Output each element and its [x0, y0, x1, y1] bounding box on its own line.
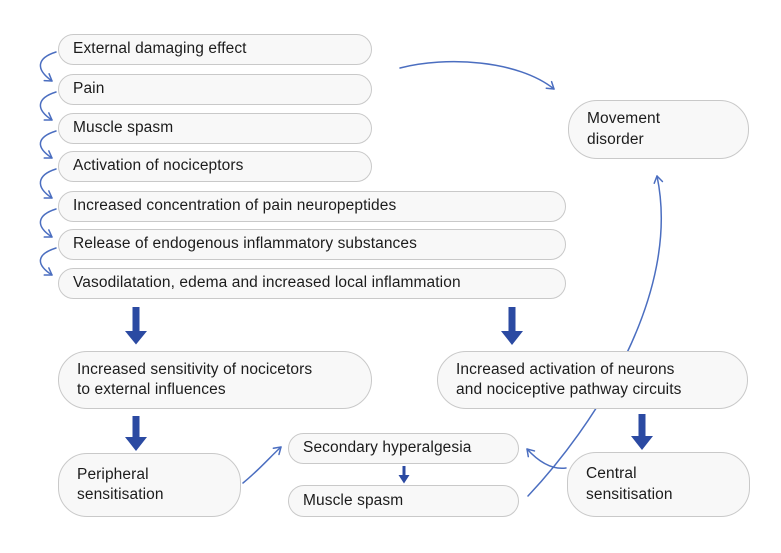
node-label: Movement disorder	[587, 110, 661, 148]
edge-external-to-pain	[39, 51, 57, 82]
node-increased-sensitivity: Increased sensitivity of nocicetors to e…	[58, 351, 372, 409]
edge-muscle-spasm-to-activation	[39, 130, 57, 159]
edge-central-to-secondary-hyperalgesia	[526, 448, 567, 469]
node-label: External damaging effect	[73, 40, 247, 58]
edge-secondary-hyperalgesia-to-muscle-spasm	[398, 466, 410, 484]
edge-external-to-movement-disorder	[399, 60, 555, 90]
edge-increased-activation-to-central	[631, 414, 653, 450]
node-increased-concentration-of-pain-neuropeptides: Increased concentration of pain neuropep…	[58, 191, 566, 222]
node-muscle-spasm-bottom: Muscle spasm	[288, 485, 519, 517]
edge-vasodilatation-to-increased-activation	[501, 307, 523, 345]
edge-pain-to-muscle-spasm	[39, 91, 57, 121]
node-label: Secondary hyperalgesia	[303, 439, 472, 457]
node-label: Pain	[73, 80, 105, 98]
node-label: Activation of nociceptors	[73, 157, 244, 175]
edge-increased-sensitivity-to-peripheral	[125, 416, 147, 451]
node-peripheral-sensitisation: Peripheral sensitisation	[58, 453, 241, 517]
node-vasodilatation-edema: Vasodilatation, edema and increased loca…	[58, 268, 566, 299]
node-external-damaging-effect: External damaging effect	[58, 34, 372, 65]
node-movement-disorder: Movement disorder	[568, 100, 749, 159]
edge-peripheral-to-secondary-hyperalgesia	[242, 446, 282, 484]
node-label: Muscle spasm	[303, 491, 404, 509]
node-label: Central sensitisation	[586, 465, 673, 503]
edge-activation-to-concentration	[39, 168, 57, 199]
node-label: Release of endogenous inflammatory subst…	[73, 235, 417, 253]
node-activation-of-nociceptors: Activation of nociceptors	[58, 151, 372, 182]
edge-concentration-to-release	[39, 208, 57, 238]
node-label: Peripheral sensitisation	[77, 465, 164, 504]
node-label: Increased activation of neurons and noci…	[456, 360, 682, 399]
node-label: Muscle spasm	[73, 119, 174, 137]
node-release-of-endogenous-inflammatory-substances: Release of endogenous inflammatory subst…	[58, 229, 566, 260]
edge-vasodilatation-to-increased-sensitivity	[125, 307, 147, 345]
node-label: Increased concentration of pain neuropep…	[73, 197, 397, 215]
edge-release-to-vasodilatation	[39, 247, 57, 276]
node-secondary-hyperalgesia: Secondary hyperalgesia	[288, 433, 519, 464]
node-central-sensitisation: Central sensitisation	[567, 452, 750, 517]
node-pain: Pain	[58, 74, 372, 105]
node-label: Increased sensitivity of nocicetors to e…	[77, 360, 313, 399]
node-label: Vasodilatation, edema and increased loca…	[73, 274, 461, 292]
node-muscle-spasm-top: Muscle spasm	[58, 113, 372, 144]
node-increased-activation: Increased activation of neurons and noci…	[437, 351, 748, 409]
